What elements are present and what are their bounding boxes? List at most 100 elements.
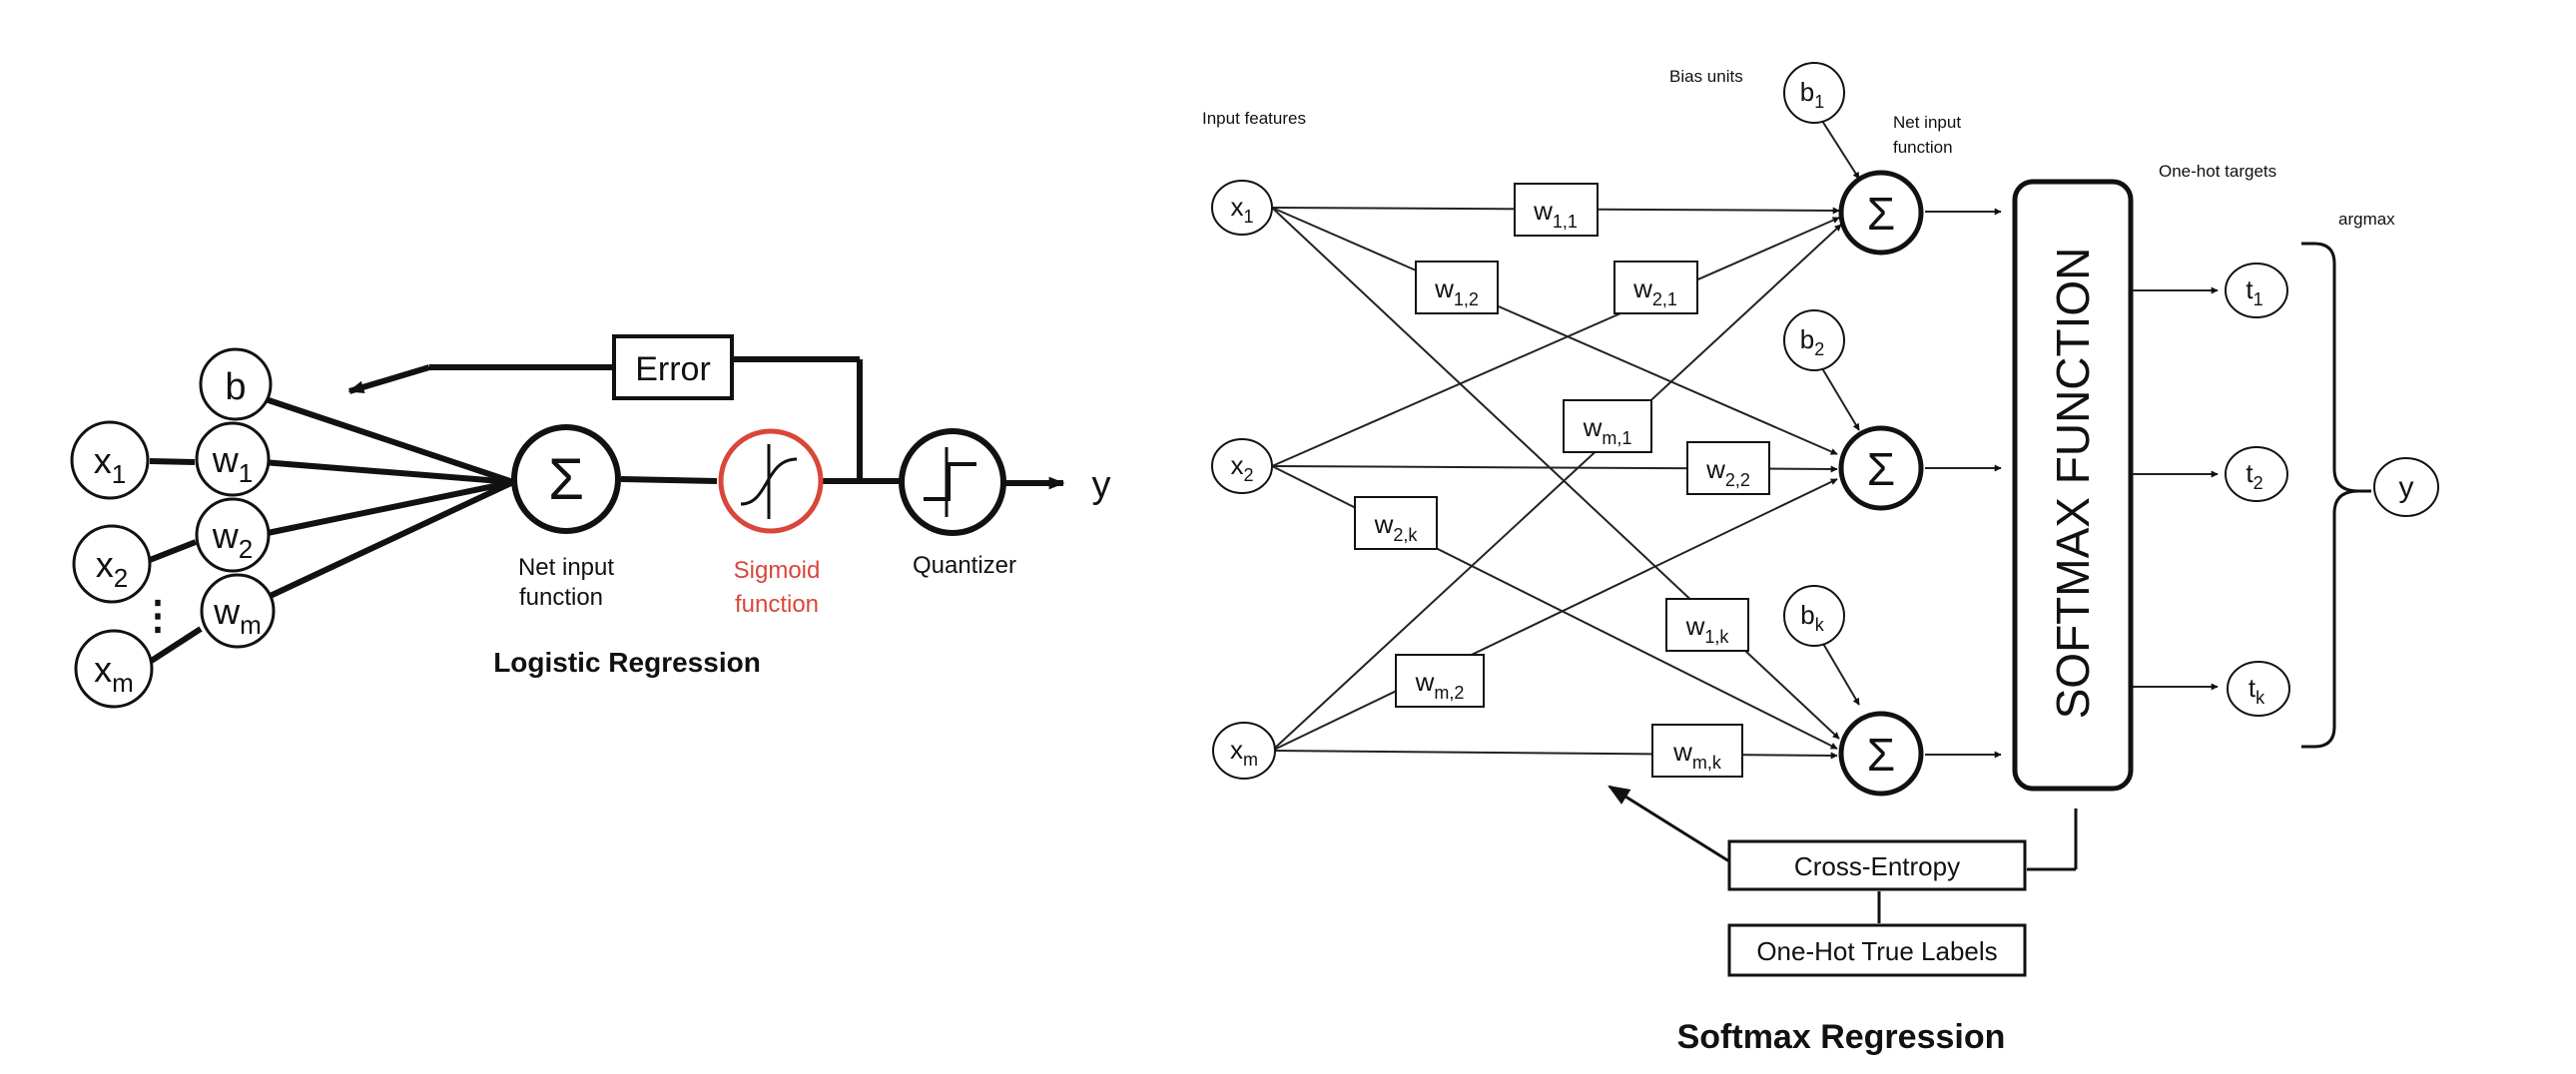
argmax-label: argmax <box>2338 210 2395 229</box>
weight-box-wm2: wm,2 <box>1395 654 1485 708</box>
logistic-regression-diagram: b x1 x2 xm w1 w2 wm ⋮ <box>70 334 1111 709</box>
input-x1-sub: 1 <box>112 459 126 489</box>
svg-text:w1,k: w1,k <box>1685 611 1730 647</box>
svg-text:Σ: Σ <box>1867 443 1895 495</box>
softmax-regression-diagram: x1 x2 xm w1,1 w1,2 w2,1 wm,1 w2,2 <box>1202 62 2439 1056</box>
softmax-feedback <box>1608 785 2078 923</box>
softmax-sum-2: Σ <box>1838 425 1924 511</box>
svg-text:Cross-Entropy: Cross-Entropy <box>1794 851 1960 881</box>
svg-text:Σ: Σ <box>1867 188 1895 240</box>
svg-text:w1,2: w1,2 <box>1434 273 1479 309</box>
softmax-output-y: y <box>2373 457 2439 517</box>
softmax-sum-k: Σ <box>1838 711 1924 797</box>
weight-box-w21: w2,1 <box>1613 261 1698 314</box>
quantizer-label: Quantizer <box>913 552 1016 579</box>
softmax-net-input-label-line2: function <box>1893 138 1953 157</box>
bias-units-label: Bias units <box>1669 67 1743 86</box>
input-features-label: Input features <box>1202 109 1306 128</box>
input-node-x1: x1 <box>70 420 150 500</box>
svg-text:wm,k: wm,k <box>1672 737 1722 773</box>
weight-w2-base: w <box>212 515 240 556</box>
error-box: Error <box>612 334 734 400</box>
weight-w2-sub: 2 <box>239 534 253 564</box>
target-tk: tk <box>2227 661 2290 717</box>
quantizer-node <box>899 428 1006 536</box>
error-label: Error <box>635 350 711 388</box>
bias-label: b <box>225 366 246 408</box>
weight-w1-base: w <box>212 439 240 480</box>
svg-text:Σ: Σ <box>1867 729 1895 781</box>
svg-text:bk: bk <box>1800 600 1824 635</box>
sx2-sub: 2 <box>1243 465 1253 485</box>
logistic-title: Logistic Regression <box>493 647 761 678</box>
svg-text:b2: b2 <box>1800 324 1824 359</box>
weight-box-wm1: wm,1 <box>1563 399 1652 453</box>
softmax-function-box: SOFTMAX FUNCTION <box>2012 179 2134 792</box>
weight-box-w2k: w2,k <box>1354 496 1438 550</box>
sx2-base: x <box>1230 450 1243 480</box>
output-y: y <box>1092 464 1111 506</box>
sum-symbol: Σ <box>548 447 584 512</box>
svg-text:x1: x1 <box>94 440 126 489</box>
svg-text:x1: x1 <box>1230 192 1253 227</box>
weight-node-w1: w1 <box>195 421 271 497</box>
logistic-edges <box>148 356 1065 665</box>
one-hot-targets-label: One-hot targets <box>2159 162 2276 181</box>
input-node-x2: x2 <box>72 524 152 604</box>
input-node-xm: xm <box>74 629 154 709</box>
svg-text:xm: xm <box>94 649 134 698</box>
svg-text:w2,1: w2,1 <box>1632 273 1677 309</box>
weight-wm-base: w <box>213 591 241 632</box>
target-t1: t1 <box>2225 263 2288 318</box>
weight-w1-sub: 1 <box>239 458 253 488</box>
softmax-net-input-label-line1: Net input <box>1893 113 1961 132</box>
input-x1-base: x <box>94 440 112 481</box>
softmax-bias-bk: bk <box>1783 585 1845 647</box>
bias-node: b <box>199 347 273 421</box>
softmax-input-x1: x1 <box>1211 180 1273 236</box>
target-t2: t2 <box>2225 446 2288 502</box>
sx1-sub: 1 <box>1243 207 1253 227</box>
svg-text:t2: t2 <box>2246 458 2262 493</box>
svg-text:wm,2: wm,2 <box>1415 667 1465 703</box>
weight-box-wmk: wm,k <box>1651 724 1743 778</box>
cross-entropy-box: Cross-Entropy <box>1727 839 2027 891</box>
argmax-brace <box>2301 242 2359 749</box>
weight-box-w1k: w1,k <box>1665 598 1749 652</box>
net-input-sum-node: Σ <box>511 424 621 534</box>
net-input-label-line2: function <box>519 584 603 611</box>
weight-wm-sub: m <box>240 610 262 640</box>
sigmoid-curve-icon <box>740 457 798 506</box>
one-hot-true-labels-box: One-Hot True Labels <box>1727 923 2027 977</box>
ellipsis: ⋮ <box>138 594 178 638</box>
step-function-icon <box>924 462 976 501</box>
softmax-bias-b1: b1 <box>1783 62 1845 124</box>
sx1-base: x <box>1230 192 1243 222</box>
weight-box-w22: w2,2 <box>1686 441 1770 495</box>
softmax-input-x2: x2 <box>1211 438 1273 494</box>
svg-text:w2: w2 <box>212 515 253 564</box>
input-xm-base: x <box>94 649 112 690</box>
svg-text:w1: w1 <box>212 439 253 488</box>
softmax-function-label: SOFTMAX FUNCTION <box>2047 248 2099 720</box>
softmax-input-xm: xm <box>1212 722 1276 780</box>
sigmoid-node <box>718 428 824 534</box>
svg-text:tk: tk <box>2249 673 2265 708</box>
svg-text:b1: b1 <box>1800 77 1824 112</box>
weight-box-w11: w1,1 <box>1514 183 1599 237</box>
net-input-label-line1: Net input <box>518 554 614 581</box>
sigmoid-label-line2: function <box>735 591 819 618</box>
svg-text:w2,2: w2,2 <box>1705 454 1750 490</box>
svg-text:wm,1: wm,1 <box>1583 412 1632 448</box>
svg-text:y: y <box>2399 471 2414 504</box>
svg-text:w2,k: w2,k <box>1374 509 1419 545</box>
weight-node-w2: w2 <box>195 497 271 573</box>
input-xm-sub: m <box>112 668 134 698</box>
svg-text:w1,1: w1,1 <box>1533 196 1578 232</box>
sxm-sub: m <box>1243 750 1258 770</box>
weight-box-w12: w1,2 <box>1415 261 1499 314</box>
softmax-title: Softmax Regression <box>1677 1018 2006 1056</box>
svg-text:x2: x2 <box>1230 450 1253 485</box>
sigmoid-label-line1: Sigmoid <box>734 557 821 584</box>
